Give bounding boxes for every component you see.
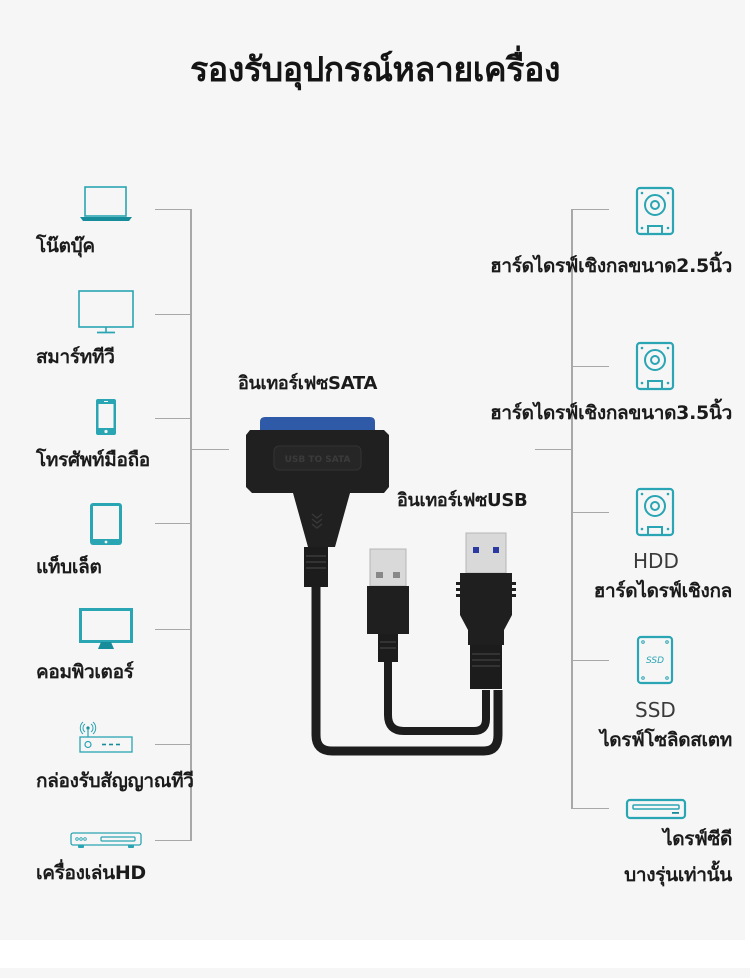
device-label-ssd-en: SSD xyxy=(635,698,676,722)
left-bracket-tick xyxy=(155,744,191,745)
sata-interface-callout: อินเทอร์เฟซSATA xyxy=(238,373,378,394)
ssd-icon-text: SSD xyxy=(646,656,664,666)
bottom-strip xyxy=(0,968,750,978)
device-label-ssd: ไดรฟ์โซลิดสเตท xyxy=(600,729,732,751)
device-label-tv-box: กล่องรับสัญญาณทีวี xyxy=(36,770,194,792)
left-bracket-tick xyxy=(155,314,191,315)
right-bracket-tick xyxy=(572,209,609,210)
page-title: รองรับอุปกรณ์หลายเครื่อง xyxy=(190,50,560,90)
sata-connector xyxy=(260,417,375,431)
device-label-cd-note: บางรุ่นเท่านั้น xyxy=(624,864,732,886)
hard-drive-icon xyxy=(635,186,675,236)
device-label-notebook: โน๊ตบุ๊ค xyxy=(36,235,95,257)
left-bracket-tick xyxy=(155,523,191,524)
housing-text: USB TO SATA xyxy=(285,455,351,465)
left-bracket-tick xyxy=(155,418,191,419)
device-label-hdd-3-5: ฮาร์ดไดรฟ์เชิงกลขนาด3.5นิ้ว xyxy=(490,402,732,424)
smart-tv-icon xyxy=(78,290,134,334)
left-bracket-branch xyxy=(191,449,229,450)
right-bracket-branch xyxy=(535,449,572,450)
cd-drive-icon xyxy=(625,798,687,820)
device-label-hdd-en: HDD xyxy=(633,549,679,573)
left-bracket-vertical xyxy=(190,209,192,841)
device-label-cd-drive: ไดรฟ์ซีดี xyxy=(663,828,732,850)
computer-monitor-icon xyxy=(79,608,133,650)
left-bracket-tick xyxy=(155,209,191,210)
right-bracket-tick xyxy=(572,660,609,661)
device-label-smart-tv: สมาร์ททีวี xyxy=(36,346,115,368)
device-label-hdd-mechanical: ฮาร์ดไดรฟ์เชิงกล xyxy=(593,580,733,602)
right-bracket-vertical xyxy=(571,209,573,809)
hard-drive-icon xyxy=(635,487,675,537)
ssd-icon: SSD xyxy=(636,635,674,685)
right-bracket-tick xyxy=(572,512,609,513)
hd-player-icon xyxy=(70,832,142,850)
tv-box-icon xyxy=(78,720,134,754)
mobile-phone-icon xyxy=(95,398,117,436)
tablet-icon xyxy=(89,502,123,546)
device-label-tablet: แท็บเล็ต xyxy=(36,556,102,578)
laptop-icon xyxy=(80,186,132,222)
right-bracket-tick xyxy=(572,808,609,809)
left-bracket-tick xyxy=(155,629,191,630)
right-bracket-tick xyxy=(572,366,609,367)
device-label-hdd-2-5: ฮาร์ดไดรฟ์เชิงกลขนาด2.5นิ้ว xyxy=(490,255,732,277)
left-bracket-tick xyxy=(155,840,191,841)
device-label-computer: คอมพิวเตอร์ xyxy=(36,661,134,683)
hard-drive-icon xyxy=(635,341,675,391)
usb-to-sata-cable-image: USB TO SATA xyxy=(240,415,530,769)
device-label-hd-player: เครื่องเล่นHD xyxy=(36,862,146,884)
device-label-mobile-phone: โทรศัพท์มือถือ xyxy=(36,449,150,471)
usb-interface-callout: อินเทอร์เฟซUSB xyxy=(397,490,528,511)
